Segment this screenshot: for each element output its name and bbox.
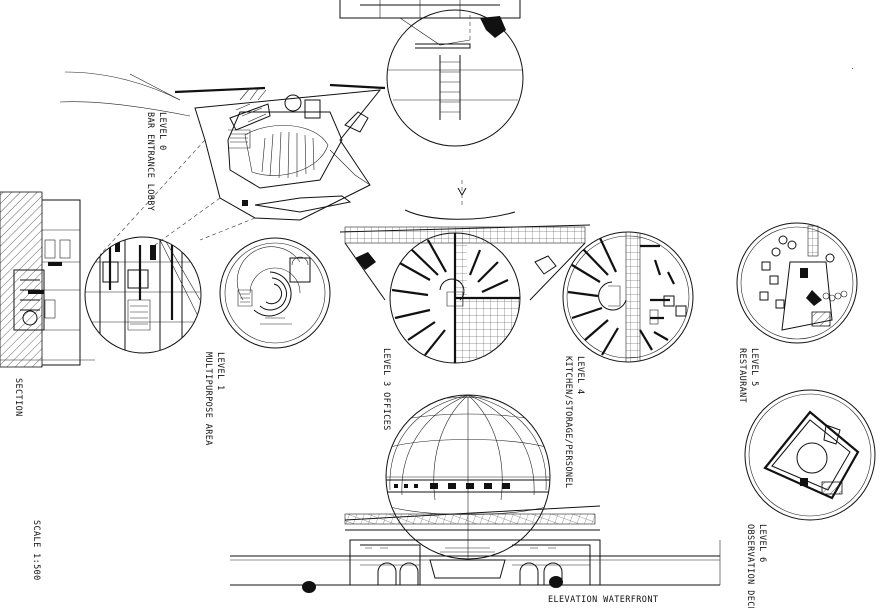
level4-label-line2: KITCHEN/STORAGE/PERSONEL (563, 356, 573, 488)
section-detail-circle (84, 236, 202, 354)
level3-plan (339, 180, 591, 364)
elevation-label: ELEVATION WATERFRONT (548, 595, 658, 605)
section-drawing (0, 191, 95, 368)
level1-label-line1: LEVEL 1 (215, 352, 225, 391)
level5-label-line1: LEVEL 5 (749, 348, 759, 387)
level4-label-line1: LEVEL 4 (575, 356, 585, 395)
level0-label-line1: LEVEL 0 (157, 112, 167, 151)
level1-plan (219, 237, 331, 349)
level3-label: LEVEL 3 OFFICES (381, 348, 391, 431)
level6-label-line1: LEVEL 6 (757, 524, 767, 563)
level1-label-line2: MULTIPURPOSE AREA (203, 352, 213, 446)
level0-connectors (99, 139, 256, 256)
level0-plan (59, 71, 386, 221)
section-label: SECTION (13, 378, 23, 417)
level6-label-line2: OBSERVATION DECK (745, 524, 755, 608)
level5-plan (736, 222, 858, 344)
elevation-waterfront (230, 394, 721, 593)
top-detail-plan (339, 0, 521, 46)
margin-dot (851, 67, 854, 70)
scale-label: SCALE 1:500 (31, 520, 41, 581)
detail-circle-top (386, 9, 524, 147)
level0-label-line2: BAR ENTRANCE LOBBY (145, 112, 155, 211)
level5-label-line2: RESTAURANT (737, 348, 747, 403)
level6-plan (744, 389, 876, 521)
level4-plan (562, 231, 694, 363)
